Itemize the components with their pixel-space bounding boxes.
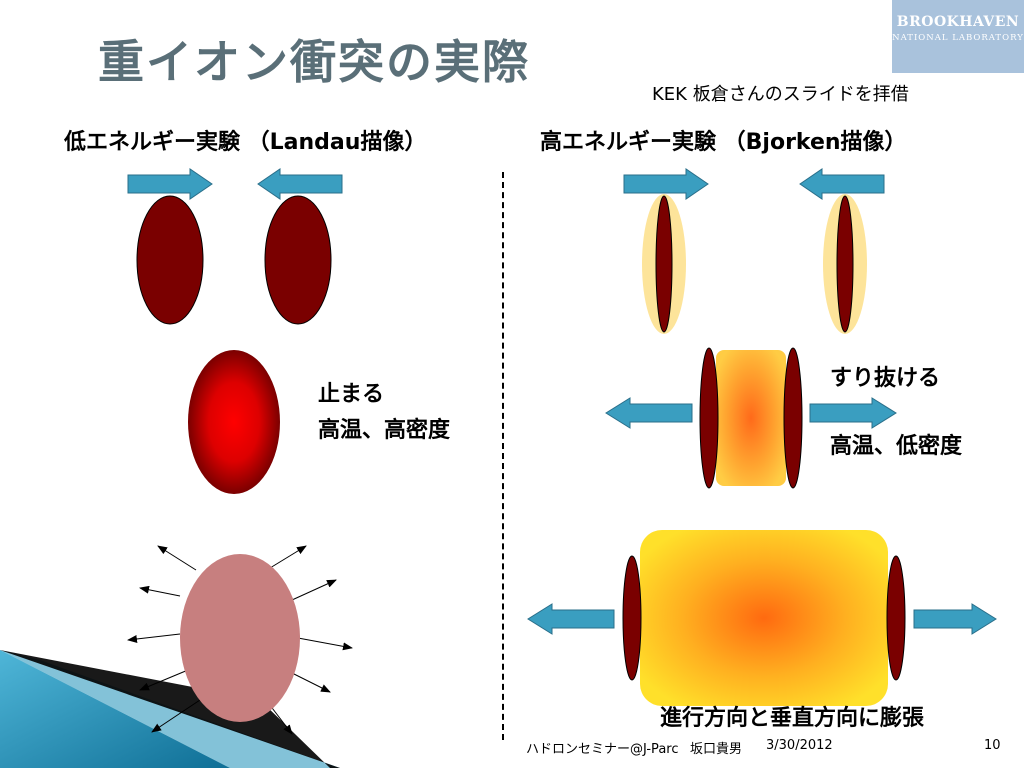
right-heading: 高エネルギー実験 （Bjorken描像） xyxy=(540,130,907,155)
passing-nucleus-right xyxy=(783,347,803,489)
expansion-arrow xyxy=(127,633,181,643)
expansion-arrow xyxy=(269,545,307,569)
logo-line1: BROOKHAVEN xyxy=(896,14,1020,30)
arrow-left-icon xyxy=(799,168,885,200)
expansion-arrow xyxy=(139,585,181,597)
arrow-left-icon xyxy=(257,168,343,200)
expansion-arrow xyxy=(157,545,197,571)
arrow-right-icon xyxy=(809,397,897,429)
contracted-nucleus-left xyxy=(655,195,673,333)
arrow-right-icon xyxy=(127,168,213,200)
arrow-right-icon xyxy=(623,168,709,200)
nucleus-left xyxy=(136,195,204,325)
expansion-arrow xyxy=(151,699,201,733)
label-expansion: 進行方向と垂直方向に膨張 xyxy=(660,706,925,731)
arrow-left-icon xyxy=(605,397,693,429)
page-number: 10 xyxy=(984,738,1001,753)
expansion-arrow xyxy=(291,579,337,601)
arrow-right-icon xyxy=(913,603,997,635)
plasma-large xyxy=(640,530,888,706)
label-pass-through: すり抜ける xyxy=(830,366,941,391)
contracted-nucleus-right xyxy=(836,195,854,333)
slide-title: 重イオン衝突の実際 xyxy=(98,35,530,89)
nucleus-right xyxy=(264,195,332,325)
credit-text: KEK 板倉さんのスライドを拝借 xyxy=(652,84,909,105)
label-hot-low-density: 高温、低密度 xyxy=(830,434,963,459)
receding-nucleus-right xyxy=(886,555,906,681)
expansion-arrow xyxy=(139,669,189,691)
passing-nucleus-left xyxy=(699,347,719,489)
logo-line2: NATIONAL LABORATORY xyxy=(892,33,1024,43)
arrow-left-icon xyxy=(527,603,615,635)
footer-date: 3/30/2012 xyxy=(766,738,833,753)
brookhaven-logo: BROOKHAVEN NATIONAL LABORATORY xyxy=(892,0,1024,73)
label-hot-dense: 高温、高密度 xyxy=(318,418,451,443)
receding-nucleus-left xyxy=(622,555,642,681)
expansion-arrow xyxy=(297,637,353,651)
expanding-fireball xyxy=(180,554,300,722)
left-heading: 低エネルギー実験 （Landau描像） xyxy=(64,130,427,155)
footer-seminar: ハドロンセミナー@J-Parc xyxy=(526,742,679,757)
expansion-arrow xyxy=(289,671,331,693)
center-divider xyxy=(502,172,504,740)
label-stop: 止まる xyxy=(318,382,385,407)
footer-author: 坂口貴男 xyxy=(690,742,743,757)
plasma-small xyxy=(716,350,786,486)
hot-dense-nucleus xyxy=(188,350,280,494)
